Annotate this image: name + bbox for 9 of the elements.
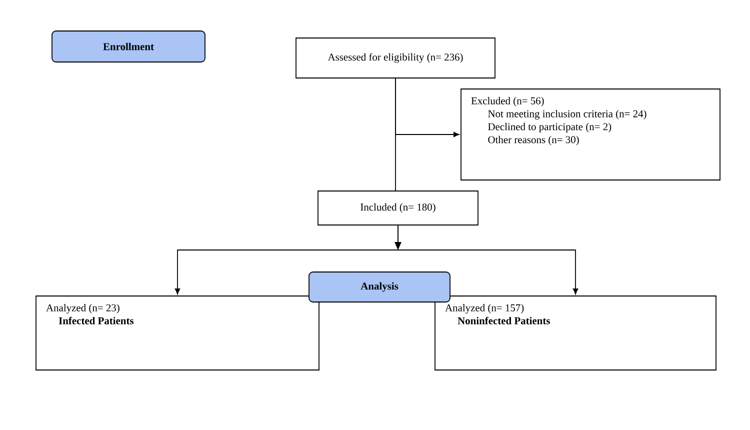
section-band: Enrollment — [52, 30, 206, 62]
arrow — [398, 225, 578, 294]
arrowhead — [394, 242, 402, 250]
result-box: Analyzed (n= 157) Noninfected Patients — [434, 296, 716, 370]
process-box: Assessed for eligibility (n= 236) — [296, 38, 496, 78]
exclusion-box: Excluded (n= 56) Not meeting inclusion criteria (n= 24) Declined to participate (n= 2) Other reasons (n= 30) — [460, 88, 720, 180]
section-band: Analysis — [308, 272, 450, 302]
result-box: Analyzed (n= 23) Infected Patients — [36, 296, 320, 370]
process-box: Included (n= 180) — [318, 190, 478, 226]
